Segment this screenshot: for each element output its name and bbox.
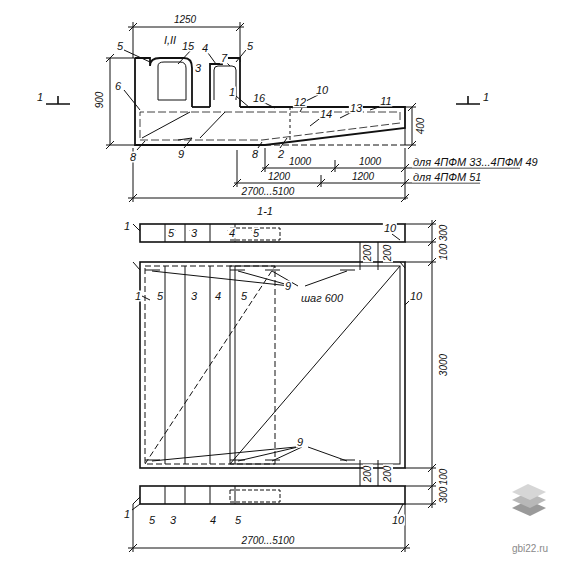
callout-number: 4 — [209, 515, 217, 526]
callout-number: 11 — [379, 96, 392, 107]
callout-number: 8 — [129, 152, 137, 163]
dimension: 900 — [95, 91, 105, 110]
watermark: gbi22.ru — [511, 544, 549, 554]
callout-number: 10 — [383, 223, 397, 234]
dimension: 1200 — [351, 172, 375, 182]
callout-number: 5 — [246, 41, 254, 52]
dimension: 200 — [383, 465, 393, 484]
callout-number: 3 — [194, 63, 202, 74]
dimension: 1000 — [288, 157, 312, 167]
callout-number: 5 — [156, 291, 164, 302]
dimension: 1000 — [358, 157, 382, 167]
callout-number: 5 — [167, 228, 175, 239]
dimension: 2700...5100 — [241, 187, 296, 197]
callout-number: 13 — [349, 103, 363, 114]
dimension: 200 — [363, 465, 373, 484]
callout-number: 10 — [391, 515, 405, 526]
section-mark: 1 — [36, 92, 44, 103]
dimension: 300 — [439, 224, 449, 243]
callout-number: 3 — [190, 228, 198, 239]
dimension: 2700...5100 — [241, 536, 296, 546]
callout-number: 8 — [251, 149, 259, 160]
dimension: 1200 — [267, 172, 291, 182]
dimension: 200 — [363, 244, 373, 263]
dimension: 100 — [439, 243, 449, 262]
callout-number: 2 — [277, 149, 285, 160]
callout-number: 7 — [220, 53, 228, 64]
dimension: 3000 — [439, 353, 449, 377]
callout-number: 9 — [177, 149, 185, 160]
note: для 4ПФМ 51 — [412, 172, 482, 183]
callout-number: 1 — [228, 87, 236, 98]
callout-number: 1 — [134, 291, 142, 302]
callout-number: 1 — [123, 509, 131, 520]
callout-number: 4 — [201, 43, 209, 54]
callout-number: 12 — [293, 97, 307, 108]
dimension: 1250 — [173, 15, 197, 25]
dimension: 100 — [439, 468, 449, 487]
callout-number: 10 — [409, 291, 423, 302]
callout-number: 5 — [234, 515, 242, 526]
callout-number: 1 — [123, 221, 131, 232]
note: для 4ПФМ 33...4ПФМ 49 — [412, 157, 539, 168]
callout-number: 9 — [296, 437, 304, 448]
callout-number: 5 — [148, 515, 156, 526]
callout-number: 15 — [181, 41, 195, 52]
dimension: 200 — [383, 244, 393, 263]
callout-number: 4 — [214, 291, 222, 302]
callout-number: 10 — [315, 85, 329, 96]
callout-number: 5 — [252, 228, 260, 239]
callout-number: 14 — [319, 109, 333, 120]
callout-number: 5 — [240, 291, 248, 302]
section-mark: 1 — [482, 92, 490, 103]
callout-number: 9 — [284, 281, 292, 292]
callout-number: 3 — [169, 515, 177, 526]
dimension: 300 — [439, 486, 449, 505]
dimension: 400 — [416, 117, 426, 136]
callout-number: 4 — [228, 228, 236, 239]
note: шаг 600 — [300, 293, 344, 304]
callout-number: 3 — [190, 291, 198, 302]
callout-number: I,II — [163, 35, 177, 46]
callout-number: 6 — [114, 81, 122, 92]
callout-number: 5 — [116, 41, 124, 52]
section-title: 1-1 — [256, 206, 274, 217]
callout-number: 16 — [252, 93, 266, 104]
